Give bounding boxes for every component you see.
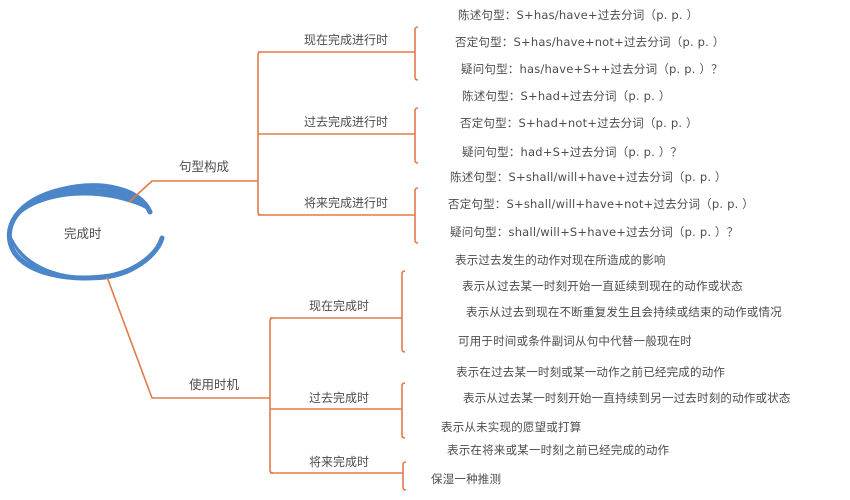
branch-usage: 使用时机 bbox=[189, 377, 240, 392]
leaf-item: 可用于时间或条件副词从句中代替一般现在时 bbox=[458, 334, 692, 348]
root-node-label: 完成时 bbox=[64, 226, 102, 241]
leaf-item: 疑问句型：has/have+S++过去分词（p. p. ）？ bbox=[461, 62, 723, 76]
branch-connector bbox=[106, 276, 270, 399]
leaf-item: 表示从过去到现在不断重复发生且会持续或结束的动作或情况 bbox=[466, 305, 782, 319]
leaf-item: 陈述句型：S+has/have+过去分词（p. p. ） bbox=[458, 8, 699, 22]
leaf-item: 表示过去发生的动作对现在所造成的影响 bbox=[455, 253, 666, 267]
leaf-item: 疑问句型：had+S+过去分词（p. p. ）？ bbox=[462, 145, 683, 159]
leaf-item: 表示在过去某一时刻或某一动作之前已经完成的动作 bbox=[456, 365, 726, 379]
leaf-item: 表示在将来或某一时刻之前已经完成的动作 bbox=[447, 443, 670, 457]
node-present-perfect: 现在完成时 bbox=[309, 299, 370, 313]
leaf-item: 表示从过去某一时刻开始一直延续到现在的动作或状态 bbox=[462, 279, 743, 293]
node-past-perfect: 过去完成时 bbox=[309, 391, 370, 405]
root-ellipse-icon bbox=[6, 183, 165, 281]
node-present-perfect-continuous: 现在完成进行时 bbox=[304, 33, 389, 47]
node-future-perfect-continuous: 将来完成进行时 bbox=[304, 196, 389, 210]
leaf-item: 表示从过去某一时刻开始一直持续到另一过去时刻的动作或状态 bbox=[463, 391, 791, 405]
leaf-item: 否定句型：S+has/have+not+过去分词（p. p. ） bbox=[455, 35, 725, 49]
node-past-perfect-continuous: 过去完成进行时 bbox=[304, 115, 389, 129]
leaf-item: 表示从未实现的愿望或打算 bbox=[441, 420, 582, 434]
leaf-item: 否定句型：S+shall/will+have+not+过去分词（p. p. ） bbox=[448, 197, 754, 211]
leaf-item: 疑问句型：shall/will+S+have+过去分词（p. p. ）？ bbox=[450, 225, 739, 239]
leaf-item: 陈述句型：S+shall/will+have+过去分词（p. p. ） bbox=[450, 170, 727, 184]
branch-sentence-structure: 句型构成 bbox=[179, 159, 230, 174]
leaf-item: 否定句型：S+had+not+过去分词（p. p. ） bbox=[460, 116, 698, 130]
node-future-perfect: 将来完成时 bbox=[309, 455, 370, 469]
branch-connector bbox=[128, 180, 258, 203]
leaf-item: 保湿一种推测 bbox=[431, 472, 502, 486]
leaf-item: 陈述句型：S+had+过去分词（p. p. ） bbox=[462, 89, 671, 103]
